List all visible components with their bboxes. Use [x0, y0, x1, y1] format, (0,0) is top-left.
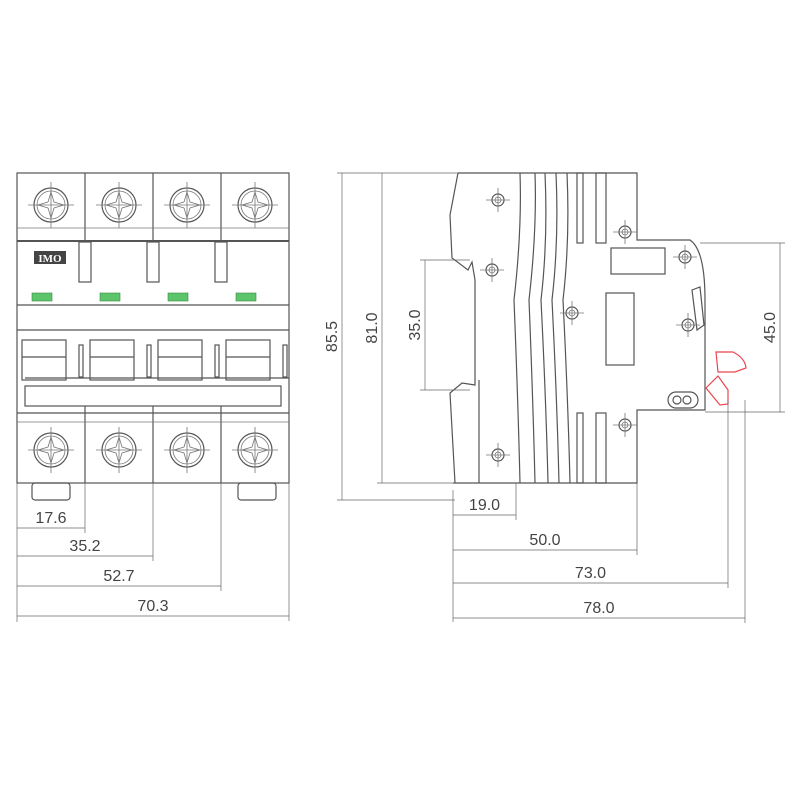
screw-icon	[486, 443, 510, 467]
red-handle-on	[715, 351, 747, 373]
brand-label: IMO	[38, 253, 62, 265]
screw-icon	[676, 313, 700, 337]
screw-icon	[613, 413, 637, 437]
front-dimensions: 17.635.252.770.3	[16, 483, 290, 622]
dimension-50.0: 50.0	[453, 483, 638, 555]
screw-icon	[232, 182, 278, 228]
dimension-70.3: 70.3	[17, 483, 290, 621]
dimension-label: 52.7	[103, 568, 134, 585]
dimension-label: 73.0	[575, 565, 606, 582]
screw-icon	[560, 301, 584, 325]
side-view	[449, 172, 747, 484]
status-indicator	[31, 292, 53, 302]
status-indicator	[235, 292, 257, 302]
dimension-label: 35.2	[69, 538, 100, 555]
screw-icon	[96, 427, 142, 473]
dimension-73.0: 73.0	[453, 400, 729, 588]
front-view: IMO	[16, 172, 290, 501]
status-indicator	[167, 292, 189, 302]
red-handle-off	[705, 375, 729, 406]
toggle-lever	[225, 339, 271, 381]
screw-icon	[486, 188, 510, 212]
dimension-19.0: 19.0	[453, 483, 517, 520]
dimension-label: 35.0	[407, 309, 424, 340]
dimension-label: 19.0	[469, 497, 500, 514]
brand-badge	[34, 251, 66, 264]
dimension-label: 70.3	[137, 598, 168, 615]
screw-icon	[28, 427, 74, 473]
screw-icon	[613, 220, 637, 244]
dimension-label: 50.0	[529, 532, 560, 549]
dimension-label: 17.6	[35, 510, 66, 527]
dimension-52.7: 52.7	[17, 483, 222, 591]
toggle-lever	[21, 339, 67, 381]
screw-icon	[232, 427, 278, 473]
dimension-78.0: 78.0	[453, 400, 746, 623]
dimension-35.2: 35.2	[17, 483, 154, 561]
status-indicator	[99, 292, 121, 302]
dimension-label: 45.0	[762, 312, 779, 343]
dimension-label: 81.0	[364, 312, 381, 343]
screw-icon	[480, 258, 504, 282]
screw-icon	[96, 182, 142, 228]
dimension-17.6: 17.6	[17, 483, 86, 533]
dimension-45.0: 45.0	[762, 243, 781, 412]
screw-icon	[673, 245, 697, 269]
toggle-lever	[157, 339, 203, 381]
dimension-label: 78.0	[583, 600, 614, 617]
screw-icon	[28, 182, 74, 228]
dimension-85.5: 85.5	[324, 173, 343, 500]
dimension-35.0: 35.0	[407, 260, 426, 390]
screw-icon	[164, 182, 210, 228]
side-dimensions: 19.0 50.0 73.0 78.0 85.5 81.0 35.0 45.0	[324, 172, 785, 623]
dimension-label: 85.5	[324, 321, 341, 352]
dimension-81.0: 81.0	[364, 173, 383, 483]
toggle-lever	[89, 339, 135, 381]
screw-icon	[164, 427, 210, 473]
